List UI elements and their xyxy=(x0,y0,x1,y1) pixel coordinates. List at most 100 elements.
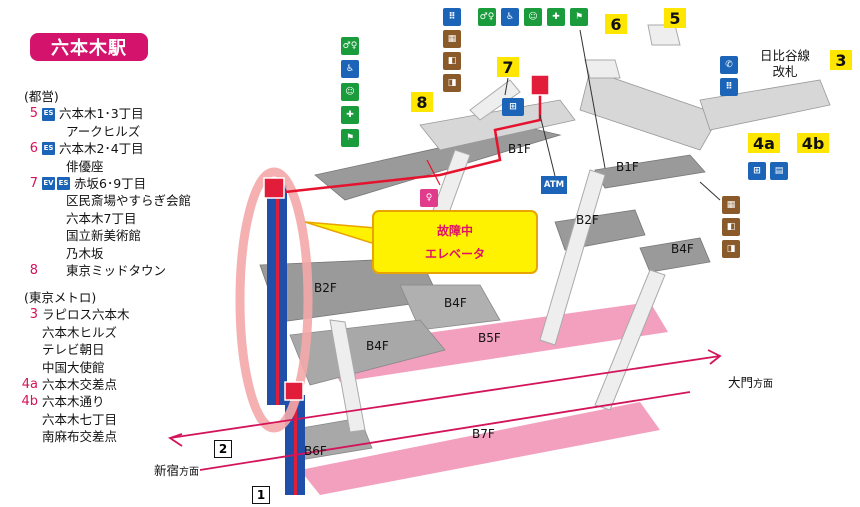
shinjuku-label: 新宿 xyxy=(154,463,180,478)
info-board-icon: ⠿ xyxy=(720,78,738,96)
floor-label-left-b4f: B4F xyxy=(444,296,467,310)
shinjuku-arrow xyxy=(199,391,691,471)
phone-icon: ✆ xyxy=(720,56,738,74)
callout-line-2: エレベータ xyxy=(424,247,485,261)
legend-destination: 六本木ヒルズ xyxy=(42,324,118,340)
legend-entry-5: 5 ES 六本木1･3丁目 xyxy=(14,105,191,122)
daimon-arrow xyxy=(169,355,721,439)
legend-entry-3: 3 ラピロス六本木 xyxy=(14,306,130,323)
elevator-marker-top xyxy=(263,177,285,199)
legend: (都営) 5 ES 六本木1･3丁目 アークヒルズ 6 ES 六本木2･4丁目 … xyxy=(14,88,191,279)
multipurpose-icon: ⚑ xyxy=(570,8,588,26)
legend-destination: 南麻布交差点 xyxy=(42,429,118,445)
coin-locker-icon: ▤ xyxy=(770,162,788,180)
floor-right-b1f xyxy=(594,154,706,189)
wheelchair-icon: ♿ xyxy=(501,8,519,26)
exit-3-badge: 3 xyxy=(830,50,852,70)
hibiya-concourse xyxy=(699,79,831,131)
legend-destination: 俳優座 xyxy=(66,158,104,174)
legend-destination: 東京ミッドタウン xyxy=(66,262,167,278)
escalator-icon: ES xyxy=(42,107,55,121)
escalator-icon: ES xyxy=(57,177,70,191)
legend-entry-4b: 4b 六本木通り xyxy=(14,393,130,410)
elevator-icon: EV xyxy=(42,177,55,191)
track-1-badge: 1 xyxy=(252,486,270,504)
wheelchair-icon: ♿ xyxy=(341,60,359,78)
exit-4b-badge: 4b xyxy=(797,133,829,153)
floor-right-b4f xyxy=(639,237,711,273)
hibiya-gate-label: 日比谷線 改札 xyxy=(760,48,810,80)
multipurpose-icon: ✚ xyxy=(341,106,359,124)
daimon-direction: 大門方面 xyxy=(728,372,773,391)
legend-entry-6: 6 ES 六本木2･4丁目 xyxy=(14,140,191,157)
platform-b7f xyxy=(300,402,660,495)
floor-left-b4f xyxy=(399,284,501,331)
platform-b5f xyxy=(320,302,668,382)
legend-exit-number: 8 xyxy=(29,262,38,278)
legend-entry-4a: 4a 六本木交差点 xyxy=(14,376,130,393)
exit-7-badge: 7 xyxy=(497,57,519,77)
exit-6-badge: 6 xyxy=(605,14,627,34)
floor-label-left-b1f: B1F xyxy=(508,142,531,156)
ticket-machine-icon: ▦ xyxy=(722,196,740,214)
callout-pointer xyxy=(304,221,376,246)
legend-destination: 乃木坂 xyxy=(66,245,104,261)
floor-label-b6f: B6F xyxy=(304,444,327,458)
elevator-marker-bottom xyxy=(284,381,304,401)
toilet-icon: ♂♀ xyxy=(341,37,359,55)
legend-entry-8: 8 東京ミッドタウン xyxy=(14,262,191,279)
legend-destination: 赤坂6･9丁目 xyxy=(74,175,147,191)
ticket-machine-icon: ▦ xyxy=(443,30,461,48)
station-title: 六本木駅 xyxy=(30,33,148,61)
exit-8-badge: 8 xyxy=(411,92,433,112)
escalator-icon: ES xyxy=(42,142,55,156)
broken-elevator-callout: 故障中 エレベータ xyxy=(372,210,538,274)
floor-label-right-b1f: B1F xyxy=(616,160,639,174)
daimon-suffix: 方面 xyxy=(753,379,774,390)
ic-card-icon: ◨ xyxy=(722,240,740,258)
hibiya-gate-name: 改札 xyxy=(772,64,798,79)
baby-icon: ☺ xyxy=(341,83,359,101)
exit-5-badge: 5 xyxy=(664,8,686,28)
legend-destination: 六本木交差点 xyxy=(42,376,118,392)
legend-exit-number: 7 xyxy=(29,175,38,191)
hibiya-line-name: 日比谷線 xyxy=(760,48,811,63)
legend-destination: 六本木7丁目 xyxy=(66,210,137,226)
legend-destination: アークヒルズ xyxy=(66,123,141,139)
exit-4a-badge: 4a xyxy=(748,133,780,153)
legend-destination: テレビ朝日 xyxy=(42,342,105,358)
legend-exit-number: 6 xyxy=(29,141,38,157)
legend-destination: 六本木1･3丁目 xyxy=(59,106,144,122)
legend-destination: 六本木七丁目 xyxy=(42,411,118,427)
info-board-icon: ⠿ xyxy=(443,8,461,26)
multipurpose-icon: ✚ xyxy=(547,8,565,26)
nursing-room-icon: ♀ xyxy=(420,189,438,207)
legend-exit-number: 3 xyxy=(29,307,38,323)
legend-destination: 中国大使館 xyxy=(42,359,105,375)
floor-label-right-b2f: B2F xyxy=(576,213,599,227)
fare-adjust-icon: ◧ xyxy=(722,218,740,236)
legend-entry-7: 7 EV ES 赤坂6･9丁目 xyxy=(14,175,191,192)
shinjuku-direction: 新宿方面 xyxy=(154,460,199,479)
floor-label-b5f: B5F xyxy=(478,331,501,345)
legend-destination: 区民斎場やすらぎ会館 xyxy=(66,193,192,209)
multipurpose-icon: ⚑ xyxy=(341,129,359,147)
ic-card-icon: ◨ xyxy=(443,74,461,92)
legend-destination: 国立新美術館 xyxy=(66,228,142,244)
floor-right-b1f-top xyxy=(579,69,721,151)
service-counter-icon: ⊞ xyxy=(502,98,524,116)
legend-destination: 六本木2･4丁目 xyxy=(59,141,144,157)
atm-icon: ATM xyxy=(541,176,567,194)
floor-label-left-b4f-2: B4F xyxy=(366,339,389,353)
toilet-icon: ♂♀ xyxy=(478,8,496,26)
elevator-route xyxy=(284,88,542,194)
legend-exit-number: 4b xyxy=(21,394,38,410)
legend-destination: 六本木通り xyxy=(42,394,105,410)
legend-destination: ラピロス六本木 xyxy=(42,307,130,323)
elevator-marker-exit7 xyxy=(530,74,550,96)
legend-metro: (東京メトロ) 3 ラピロス六本木 六本木ヒルズ テレビ朝日 中国大使館 4a … xyxy=(14,289,130,446)
legend-metro-heading: (東京メトロ) xyxy=(24,290,97,305)
daimon-label: 大門 xyxy=(728,375,754,390)
